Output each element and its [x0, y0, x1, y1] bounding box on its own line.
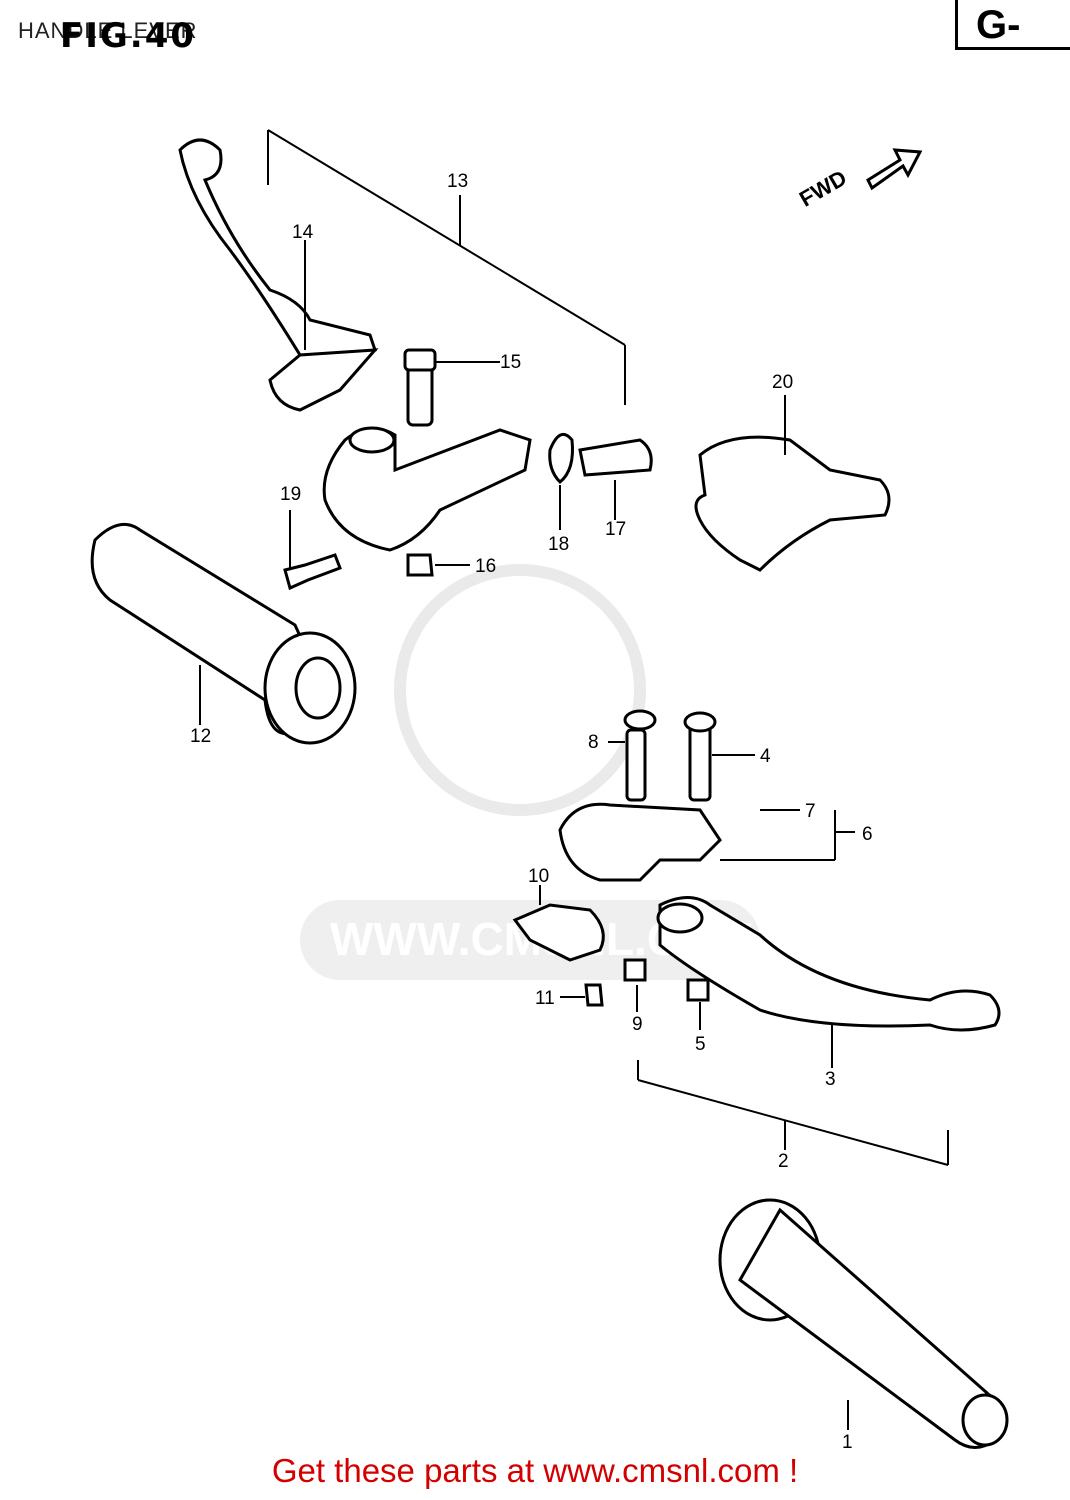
label-part-7: 7: [805, 801, 816, 822]
label-part-9: 9: [632, 1014, 643, 1035]
leader-lines: [199, 129, 949, 1430]
label-part-13: 13: [447, 171, 468, 192]
label-part-18: 18: [548, 534, 569, 555]
label-part-11: 11: [535, 988, 555, 1009]
lever-3: [658, 896, 1001, 1032]
bolt-19: [283, 553, 342, 591]
label-part-8: 8: [588, 732, 599, 753]
switch-10: [512, 903, 605, 962]
label-part-17: 17: [605, 519, 626, 540]
label-part-2: 2: [778, 1151, 789, 1172]
grip-1: [718, 1198, 1009, 1449]
lever-pivot: [268, 348, 379, 412]
figure-number: FIG.40: [60, 16, 197, 56]
fwd-arrow-icon: [866, 148, 923, 191]
label-part-4: 4: [760, 746, 771, 767]
dust-cover-20: [694, 435, 891, 572]
brake-lever-assembly: [512, 709, 1001, 1032]
label-part-1: 1: [842, 1432, 853, 1453]
lever-14: [178, 138, 377, 359]
label-part-10: 10: [528, 866, 549, 887]
label-part-3: 3: [825, 1069, 836, 1090]
section-code: G-: [955, 0, 1070, 50]
label-part-5: 5: [695, 1034, 706, 1055]
screw-17: [578, 438, 653, 477]
label-part-16: 16: [475, 556, 496, 577]
page-title: HANDLE LEVER: [18, 18, 198, 43]
label-part-19: 19: [280, 484, 301, 505]
washer-18: [548, 432, 574, 485]
label-part-15: 15: [500, 352, 521, 373]
grip-12: [90, 522, 357, 745]
holder-6: [558, 802, 722, 882]
footer-cta[interactable]: Get these parts at www.cmsnl.com !: [271, 1452, 799, 1489]
clutch-lever-assembly: [178, 138, 891, 591]
label-part-6: 6: [862, 824, 873, 845]
part-labels: 1 2 3 4 5 6 7 8 9 10 11 12 13 14 15 16 1…: [190, 171, 873, 1453]
label-part-12: 12: [190, 726, 211, 747]
label-part-14: 14: [292, 222, 314, 243]
label-part-20: 20: [772, 372, 793, 393]
